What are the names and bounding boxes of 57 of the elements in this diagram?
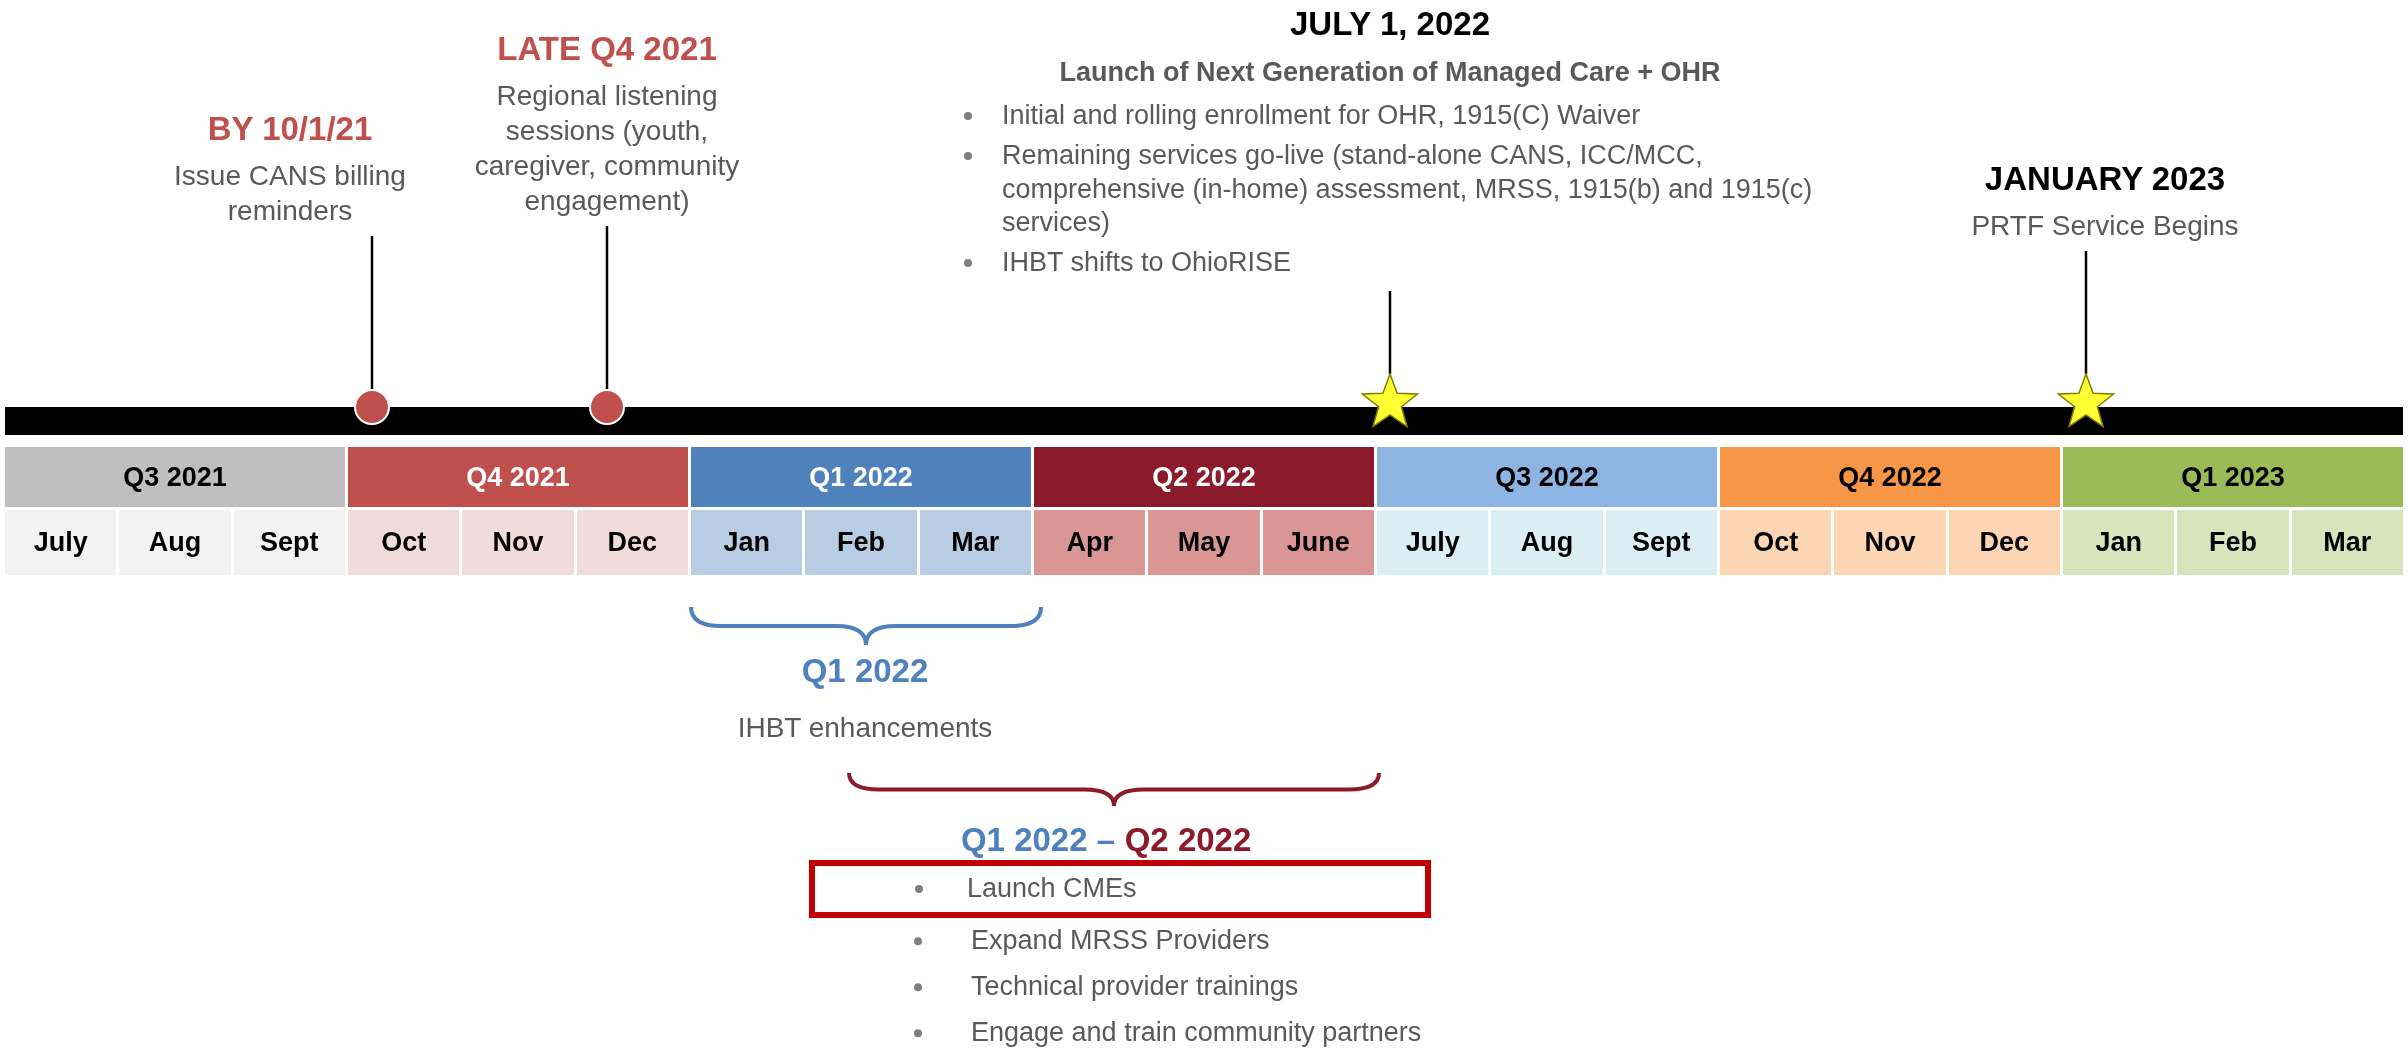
star-marker xyxy=(2056,372,2116,430)
event-date: LATE Q4 2021 xyxy=(497,30,717,68)
month-cell: Sept xyxy=(1605,510,1717,575)
leader-line xyxy=(370,236,374,389)
month-cell: Mar xyxy=(919,510,1031,575)
month-cell: Feb xyxy=(805,510,917,575)
period-description: IHBT enhancements xyxy=(737,712,993,744)
quarter-header: Q2 2022 xyxy=(1034,447,1374,507)
event-date: JULY 1, 2022 xyxy=(1290,5,1490,43)
month-cell: Aug xyxy=(1491,510,1603,575)
bullet-text: Initial and rolling enrollment for OHR, 1915(C) Waiver xyxy=(1002,99,1641,132)
quarter-header: Q1 2022 xyxy=(691,447,1031,507)
event-description: Regional listening sessions (youth, caregiver, community engagement) xyxy=(473,79,741,218)
month-cell: July xyxy=(5,510,117,575)
month-cell: Sept xyxy=(233,510,345,575)
period-label: Q2 2022 xyxy=(1124,821,1252,859)
bullet-text: Launch CMEs xyxy=(967,872,1137,906)
month-cell: Aug xyxy=(119,510,231,575)
quarter-header: Q4 2022 xyxy=(1720,447,2060,507)
timeline-dot xyxy=(589,389,625,425)
leader-line xyxy=(605,226,609,389)
bullet-text: Technical provider trainings xyxy=(971,970,1299,1004)
month-cell: Oct xyxy=(1720,510,1832,575)
bullet-text: IHBT shifts to OhioRISE xyxy=(1002,246,1292,279)
month-cell: Dec xyxy=(576,510,688,575)
month-cell: June xyxy=(1262,510,1374,575)
star-marker xyxy=(1360,372,1420,430)
event-description: Issue CANS billing reminders xyxy=(173,159,407,228)
month-cell: Jan xyxy=(2063,510,2175,575)
month-cell: Nov xyxy=(462,510,574,575)
event-title: Launch of Next Generation of Managed Care + OHR xyxy=(1059,57,1721,88)
quarter-header: Q4 2021 xyxy=(348,447,688,507)
month-cell: Mar xyxy=(2291,510,2403,575)
timeline-dot xyxy=(354,389,390,425)
month-cell: Nov xyxy=(1834,510,1946,575)
leader-line xyxy=(1388,291,1392,374)
month-cell: Apr xyxy=(1034,510,1146,575)
month-cell: Jan xyxy=(691,510,803,575)
event-description: PRTF Service Begins xyxy=(1971,209,2239,243)
event-date: JANUARY 2023 xyxy=(1984,160,2226,198)
period-label: Q1 2022 – xyxy=(960,821,1116,859)
quarter-header: Q1 2023 xyxy=(2063,447,2403,507)
bullet-text: Remaining services go-live (stand-alone CANS, ICC/MCC, comprehensive (in-home) assessment, MRSS, 1915(b) and 1915(c) services) xyxy=(1002,138,1814,240)
bullet-text: Engage and train community partners xyxy=(971,1016,1422,1050)
event-date: BY 10/1/21 xyxy=(207,110,373,148)
month-cell: Oct xyxy=(348,510,460,575)
timeline-bar xyxy=(5,407,2403,435)
leader-line xyxy=(2084,251,2088,374)
bullet-text: Expand MRSS Providers xyxy=(971,924,1270,958)
month-cell: Dec xyxy=(1948,510,2060,575)
quarter-header: Q3 2022 xyxy=(1377,447,1717,507)
month-cell: Feb xyxy=(2177,510,2289,575)
month-cell: May xyxy=(1148,510,1260,575)
period-label: Q1 2022 xyxy=(801,652,929,690)
quarter-header: Q3 2021 xyxy=(5,447,345,507)
highlight-box xyxy=(809,860,1431,918)
month-cell: July xyxy=(1377,510,1489,575)
